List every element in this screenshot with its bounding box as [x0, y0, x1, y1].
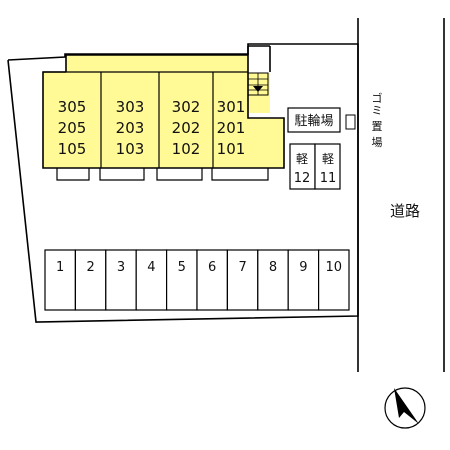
parking-space-6 [196, 249, 228, 311]
unit-1-floor3: 305 [58, 98, 87, 116]
unit-block-2 [101, 72, 159, 168]
unit-2-floor3: 303 [116, 98, 145, 116]
parking-space-1 [44, 249, 76, 311]
parking-row: 1 2 3 4 5 6 7 8 9 10 [44, 249, 350, 311]
bike-parking-label: 駐輪場 [294, 113, 333, 129]
unit-4-floor3: 301 [217, 98, 246, 116]
parking-space-number: 6 [208, 260, 216, 275]
unit-block-4 [213, 72, 248, 168]
building-outline [42, 54, 285, 169]
bike-parking-area [287, 107, 341, 133]
parking-space-number: 10 [326, 260, 343, 275]
garbage-station-label: ゴミ置場 [372, 91, 383, 149]
unit-block-1 [43, 72, 101, 168]
unit-2-floor2: 203 [116, 119, 145, 137]
garbage-label-char: ゴ [372, 91, 383, 105]
parking-space-5 [166, 249, 198, 311]
parking-space-4 [135, 249, 168, 311]
lot-boundary [7, 43, 359, 323]
parking-space-3 [105, 249, 137, 311]
garbage-station-box [345, 114, 356, 130]
building-right-strip [248, 118, 284, 168]
unit-block-3 [159, 72, 213, 168]
garbage-label-char: 場 [372, 136, 383, 149]
north-arrow-icon [384, 387, 426, 429]
kei-space-11-type: 軽 [322, 152, 334, 166]
road-label: 道路 [390, 202, 420, 220]
parking-space-number: 9 [299, 260, 307, 275]
parking-space-number: 1 [56, 260, 64, 275]
parking-space-9 [287, 249, 320, 311]
unit-2-floor1: 103 [116, 140, 145, 158]
unit-1-floor1: 105 [58, 140, 87, 158]
kei-space-12-type: 軽 [296, 152, 308, 166]
parking-space-number: 3 [117, 260, 125, 275]
unit-1-floor2: 205 [58, 119, 87, 137]
parking-space-2 [74, 249, 107, 311]
unit-3-floor3: 302 [172, 98, 201, 116]
unit-3-floor2: 202 [172, 119, 201, 137]
parking-space-number: 5 [178, 260, 186, 275]
balconies [56, 168, 269, 181]
unit-3-floor1: 102 [172, 140, 201, 158]
unit-4-floor1: 101 [217, 140, 246, 158]
unit-labels: 305 205 105 303 203 103 302 202 102 301 … [58, 98, 246, 158]
unit-4-floor2: 201 [217, 119, 246, 137]
parking-space-7 [226, 249, 259, 311]
building-upper-strip [66, 55, 248, 75]
parking-space-number: 2 [86, 260, 94, 275]
parking-space-10 [318, 249, 350, 311]
kei-space-11-number: 11 [320, 171, 337, 186]
parking-space-number: 7 [238, 260, 246, 275]
garbage-label-char: ミ [372, 104, 383, 117]
apartment-building [43, 55, 284, 168]
kei-space-12-number: 12 [294, 171, 311, 186]
parking-space-8 [257, 249, 289, 311]
kei-space-11 [314, 143, 341, 190]
parking-space-number: 4 [147, 260, 155, 275]
parking-space-number: 8 [269, 260, 277, 275]
garbage-label-char: 置 [372, 120, 383, 133]
